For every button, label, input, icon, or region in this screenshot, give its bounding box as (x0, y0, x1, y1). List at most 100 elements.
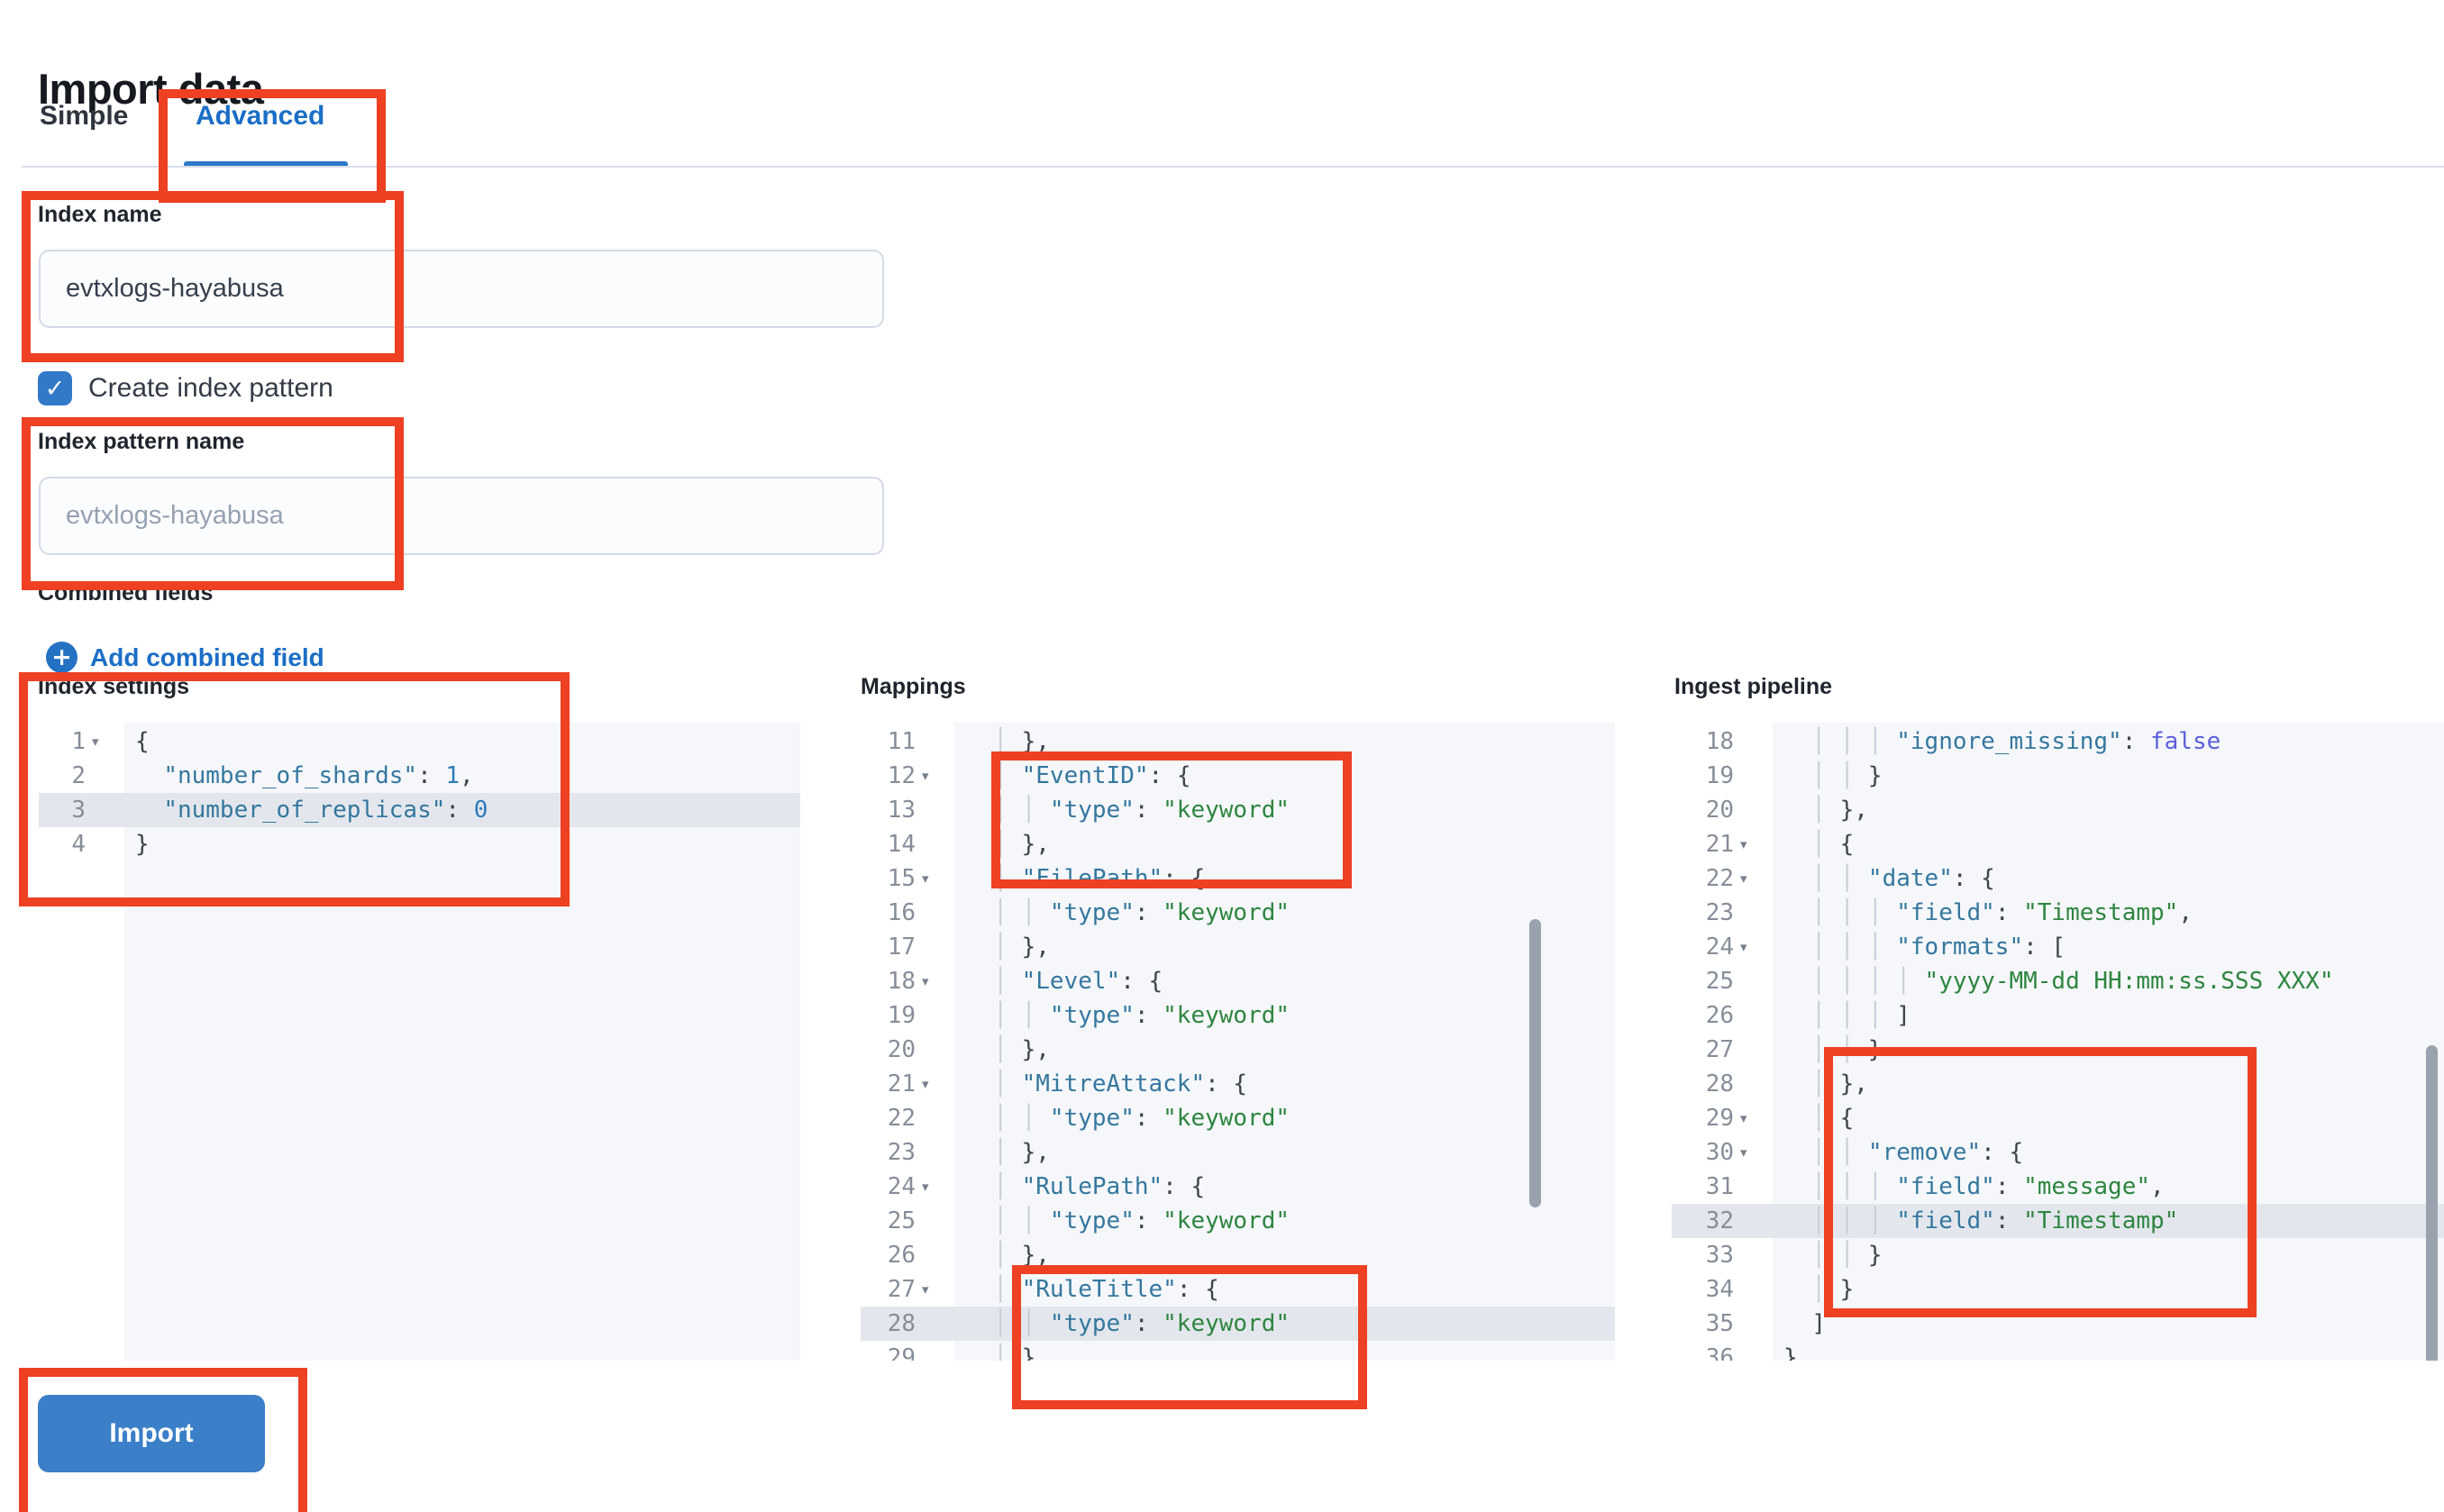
indent-guide: │ │ (1783, 1139, 1868, 1166)
line-number: 28 (1705, 1070, 1734, 1098)
fold-caret-placeholder (916, 1101, 954, 1135)
code-line: 30▾ │ │ "remove": { (1672, 1135, 2444, 1170)
indent-guide: │ (1783, 831, 1840, 858)
code-text: │ │ } (1783, 1242, 1883, 1269)
code-line: 27 ▾ │ "RuleTitle": { (861, 1272, 1615, 1307)
indent-guide: │ (965, 968, 1022, 995)
line-number: 18 (1705, 728, 1734, 755)
create-index-pattern-label: Create index pattern (88, 373, 333, 403)
fold-caret-icon[interactable]: ▾ (922, 973, 929, 989)
add-combined-field-text: Add combined field (90, 642, 324, 671)
tabs-divider (22, 166, 2444, 168)
code-text: │ │ │ "formats": [ (1783, 934, 2066, 961)
indent-guide: │ (965, 865, 1022, 892)
fold-caret-icon[interactable]: ▾ (922, 1179, 929, 1195)
fold-caret-icon[interactable]: ▾ (922, 870, 929, 887)
fold-caret-placeholder (916, 827, 954, 861)
editor-content-background (124, 723, 800, 1361)
code-line: 35 ] (1672, 1307, 2444, 1341)
code-line: 21▾ │ "MitreAttack": { (861, 1067, 1615, 1101)
code-line: 2 "number_of_shards": 1, (39, 759, 800, 793)
code-line: 1▾{ (39, 724, 800, 759)
line-number: 3 (71, 797, 86, 824)
fold-caret-icon[interactable]: ▾ (922, 1281, 929, 1298)
code-line: 3 "number_of_replicas": 0 (39, 793, 800, 827)
code-line: 31 │ │ │ "field": "message", (1672, 1170, 2444, 1204)
mappings-editor[interactable]: 11 │ },12▾ │ "EventID": {13 │ │ "type": … (861, 723, 1615, 1361)
editor-content-background (954, 723, 1615, 1361)
fold-caret-icon[interactable]: ▾ (92, 733, 99, 750)
fold-caret-placeholder (916, 1033, 954, 1067)
code-text: │ │ │ │ "yyyy-MM-dd HH:mm:ss.SSS XXX" (1783, 968, 2334, 995)
code-text: │ "RulePath": { (965, 1173, 1206, 1200)
code-line: 26 │ │ │ ] (1672, 998, 2444, 1033)
code-text: │ }, (965, 934, 1050, 961)
code-line: 4} (39, 827, 800, 861)
code-text: │ "FilePath": { (965, 865, 1206, 892)
line-number: 20 (1705, 797, 1734, 824)
code-line: 14 │ }, (861, 827, 1615, 861)
index-name-input[interactable] (39, 250, 884, 328)
fold-caret-placeholder (1734, 1170, 1773, 1204)
code-line: 34 │ } (1672, 1272, 2444, 1307)
create-index-pattern-checkbox[interactable]: ✓ (38, 371, 72, 405)
fold-caret-placeholder (1734, 964, 1773, 998)
code-text: │ │ │ ] (1783, 1002, 1911, 1029)
code-text: │ │ │ "field": "message", (1783, 1173, 2165, 1200)
indent-guide: │ │ │ (1783, 1002, 1897, 1029)
fold-caret-icon[interactable]: ▾ (922, 768, 929, 784)
import-button[interactable]: Import (38, 1395, 265, 1472)
fold-caret-icon[interactable]: ▾ (922, 1076, 929, 1092)
line-number: 22 (887, 1105, 916, 1132)
index-settings-editor[interactable]: 1▾{2 "number_of_shards": 1,3 "number_of_… (39, 723, 800, 1361)
fold-caret-icon[interactable]: ▾ (1740, 836, 1747, 852)
ingest-scrollbar-thumb[interactable] (2426, 1045, 2438, 1361)
add-combined-field-link[interactable]: + Add combined field (46, 642, 324, 673)
code-line: 23 │ │ │ "field": "Timestamp", (1672, 896, 2444, 930)
code-text: │ "MitreAttack": { (965, 1070, 1248, 1098)
code-text: │ │ "type": "keyword" (965, 1105, 1290, 1132)
fold-caret-placeholder (916, 1341, 954, 1361)
line-number: 19 (1705, 762, 1734, 789)
fold-caret-placeholder (916, 1238, 954, 1272)
indent-guide: │ (965, 934, 1022, 961)
code-line: 28 │ │ "type": "keyword" (861, 1307, 1615, 1341)
checkmark-icon: ✓ (44, 374, 66, 403)
code-line: 11 │ }, (861, 724, 1615, 759)
fold-caret-icon[interactable]: ▾ (1740, 1144, 1747, 1161)
fold-caret-icon[interactable]: ▾ (1740, 1110, 1747, 1126)
fold-caret-icon[interactable]: ▾ (1740, 870, 1747, 887)
indent-guide: │ (965, 1276, 1022, 1303)
tab-simple[interactable]: Simple (40, 101, 129, 131)
editor-content-background (1773, 723, 2444, 1361)
indent-guide: │ │ (1783, 865, 1868, 892)
line-number: 16 (887, 899, 916, 926)
line-number: 13 (887, 797, 916, 824)
code-text: │ "EventID": { (965, 762, 1191, 789)
tab-advanced[interactable]: Advanced (196, 101, 325, 131)
line-number: 27 (887, 1276, 916, 1303)
line-number: 30 (1705, 1139, 1734, 1166)
fold-caret-icon[interactable]: ▾ (1740, 939, 1747, 955)
plus-icon: + (46, 642, 78, 673)
code-line: 26 │ }, (861, 1238, 1615, 1272)
fold-caret-placeholder (1734, 1341, 1773, 1361)
fold-caret-placeholder (86, 759, 124, 793)
code-text: │ "RuleTitle": { (965, 1276, 1219, 1303)
code-line: 24▾ │ │ │ "formats": [ (1672, 930, 2444, 964)
indent-guide: │ │ │ (1783, 899, 1897, 926)
code-line: 16 │ │ "type": "keyword" (861, 896, 1615, 930)
code-text: │ { (1783, 1105, 1855, 1132)
line-number: 36 (1705, 1344, 1734, 1361)
index-pattern-name-input[interactable] (39, 477, 884, 555)
line-number: 34 (1705, 1276, 1734, 1303)
index-name-label: Index name (38, 202, 162, 227)
line-number: 2 (71, 762, 86, 789)
code-text: │ │ "type": "keyword" (965, 1002, 1290, 1029)
line-number: 27 (1705, 1036, 1734, 1063)
code-text: "number_of_replicas": 0 (124, 793, 800, 827)
code-text: "number_of_shards": 1, (124, 759, 800, 793)
code-text: } (1783, 1344, 1798, 1361)
mappings-scrollbar-thumb[interactable] (1529, 919, 1541, 1207)
